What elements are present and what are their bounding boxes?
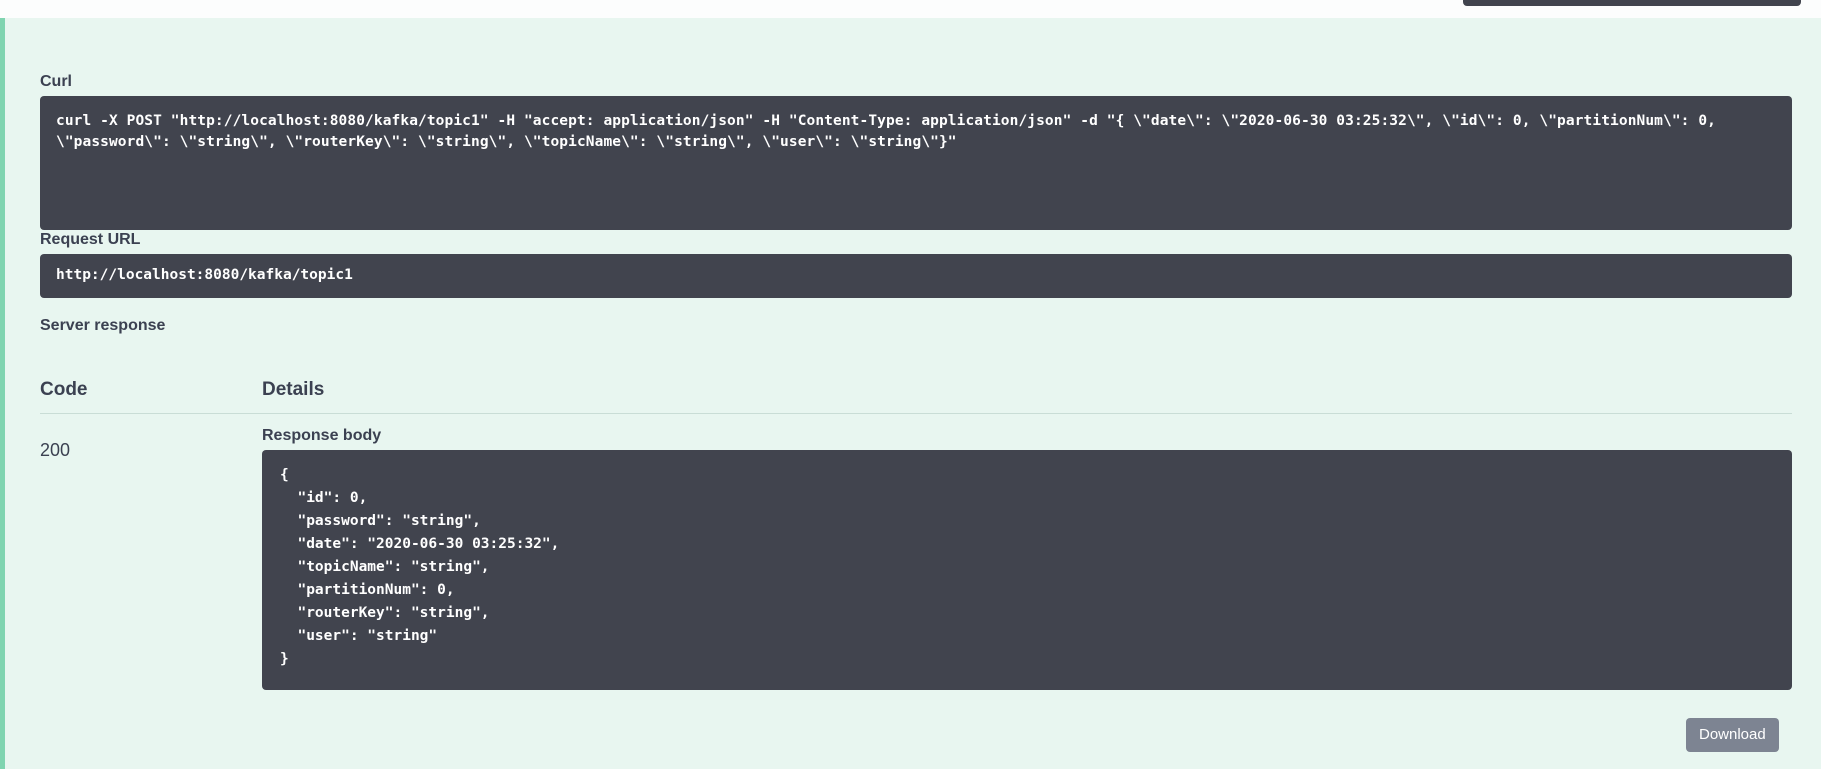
response-code-value: 200 — [40, 440, 71, 460]
curl-label: Curl — [40, 73, 72, 90]
page-top-strip — [0, 0, 1821, 18]
request-url-text: http://localhost:8080/kafka/topic1 — [56, 267, 353, 283]
server-response-label: Server response — [40, 317, 166, 334]
request-url-label: Request URL — [40, 231, 141, 248]
column-header-details: Details — [262, 379, 325, 400]
curl-command-text: curl -X POST "http://localhost:8080/kafk… — [56, 113, 1725, 150]
curl-command-block[interactable]: curl -X POST "http://localhost:8080/kafk… — [40, 96, 1792, 230]
column-header-code: Code — [40, 379, 88, 400]
server-response-table: Code Details 200 — [40, 358, 1792, 461]
response-body-label: Response body — [262, 427, 382, 444]
try-it-out-response-panel: Curl curl -X POST "http://localhost:8080… — [0, 18, 1821, 769]
table-row: 200 — [40, 414, 1792, 461]
clipped-code-block-above — [1463, 0, 1801, 6]
table-header-row: Code Details — [40, 358, 1792, 414]
request-url-block[interactable]: http://localhost:8080/kafka/topic1 — [40, 254, 1792, 298]
download-button[interactable]: Download — [1686, 718, 1779, 752]
response-body-block[interactable]: { "id": 0, "password": "string", "date":… — [262, 450, 1792, 690]
response-body-json-text: { "id": 0, "password": "string", "date":… — [280, 467, 560, 667]
